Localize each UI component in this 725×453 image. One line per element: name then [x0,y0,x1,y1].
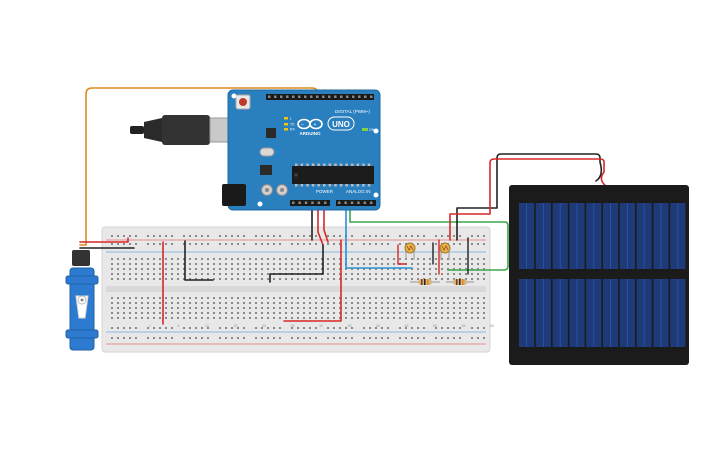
servo-tab-top [65,275,99,285]
power-header [290,200,330,206]
wire-solar-negative[interactable] [456,153,603,241]
digital-header-label: DIGITAL (PWM~) [335,109,370,114]
arduino-logo: – + [297,116,355,131]
wire-black-jumper-2[interactable] [269,244,324,283]
wire-black-jumper-1[interactable] [184,240,214,281]
led-tx-label: TX [290,123,295,127]
column-number: 15 [234,324,238,328]
resistor-2[interactable] [446,279,474,285]
mount-hole-2 [373,128,379,134]
digital-pins[interactable] [268,95,373,99]
wire-ldr1-vcc[interactable] [397,244,407,265]
column-number: 20 [262,324,266,328]
column-number: 5 [178,324,180,328]
wire-5v[interactable] [317,205,324,246]
center-channel [106,286,486,292]
usb-plug-body [162,115,210,145]
wire-solar-positive[interactable] [449,158,607,241]
solar-cells [519,203,686,347]
led-l-label: L [290,117,292,121]
ldr-1[interactable] [404,242,416,260]
power-jack[interactable] [222,184,246,206]
arduino-brand: ARDUINO [300,131,321,136]
resistor-1[interactable] [410,279,440,285]
wire-red-jumper-mid[interactable] [283,239,342,322]
analog-header [336,200,376,206]
servo-tab-bottom [65,329,99,339]
crystal [259,147,275,157]
column-number: 60 [490,324,494,328]
usb-cable[interactable] [130,115,231,145]
led-l [284,117,288,120]
led-on [362,128,368,131]
wire-analog-a0[interactable] [345,205,413,269]
svg-text:–: – [301,122,304,128]
digital-header [266,94,374,100]
atmega-chip [292,166,374,184]
column-number: 1 [149,324,151,328]
svg-text:+: + [314,122,317,128]
servo-connector [72,250,90,266]
usb-plug-metal [209,117,231,143]
column-number: 10 [205,324,209,328]
led-tx [284,123,288,126]
solar-panel[interactable] [509,185,689,365]
servo-motor[interactable] [65,250,99,351]
ldr-2[interactable] [439,242,451,260]
power-analog-pins[interactable] [292,201,373,205]
arduino-model: UNO [332,120,350,129]
column-number: 35 [348,324,352,328]
wire-analog-a1[interactable] [349,205,509,271]
arduino-uno[interactable]: DIGITAL (PWM~) POWER ANALOG IN – + UNO A… [222,89,381,211]
wire-5v-2[interactable] [323,205,329,243]
mount-hole-4 [257,201,263,207]
wire-servo-power[interactable] [79,237,129,243]
led-on-label: ON [369,128,375,132]
column-number: 55 [462,324,466,328]
mount-hole-1 [231,93,237,99]
regulator [260,165,272,175]
atmega-chip-pins [295,163,371,187]
analog-label: ANALOG IN [346,189,371,194]
column-number: 25 [291,324,295,328]
column-number: 30 [319,324,323,328]
led-rx [284,128,288,131]
column-number: 45 [405,324,409,328]
mount-hole-3 [373,192,379,198]
usb-cable-tail [130,126,144,134]
led-rx-label: RX [290,128,296,132]
column-number: 40 [376,324,380,328]
usb-chip [266,128,276,138]
power-label: POWER [316,189,334,194]
column-number: 50 [433,324,437,328]
